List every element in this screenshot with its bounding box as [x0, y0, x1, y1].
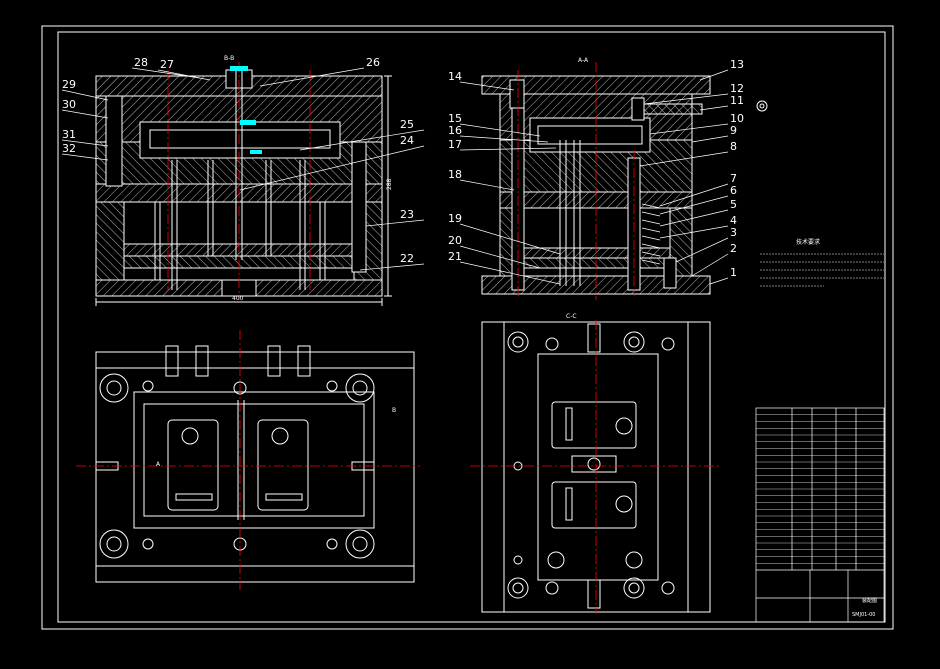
title-block [755, 407, 885, 623]
callout-28: 28 [134, 56, 148, 69]
callout-18: 18 [448, 168, 462, 181]
drawing-frame [41, 25, 894, 630]
callout-26: 26 [366, 56, 380, 69]
view-label-b-b: B-B [224, 55, 234, 62]
callouts-left: 28 27 26 29 30 31 32 25 24 23 22 [62, 56, 414, 265]
notes-title: 技术要求 [796, 238, 820, 246]
centerlines-b-b [167, 62, 311, 300]
callout-15: 15 [448, 112, 462, 125]
callout-21: 21 [448, 250, 462, 263]
callout-30: 30 [62, 98, 76, 111]
callout-27: 27 [160, 58, 174, 71]
callout-25: 25 [400, 118, 414, 131]
callout-29: 29 [62, 78, 76, 91]
callout-24: 24 [400, 134, 414, 147]
view-label-a-a: A-A [578, 57, 589, 64]
overall-height-dim: 288 [386, 178, 393, 190]
callout-8: 8 [730, 140, 737, 153]
dimension-marks-b-b [230, 66, 262, 154]
view-label-c-c: C-C [566, 313, 577, 320]
section-view-b-b [95, 69, 392, 306]
callout-22: 22 [400, 252, 414, 265]
callout-7: 7 [730, 172, 737, 185]
callout-20: 20 [448, 234, 462, 247]
leader-lines-right [459, 69, 729, 285]
centerlines-a-a [517, 62, 635, 300]
callout-32: 32 [62, 142, 76, 155]
leader-lines-left [61, 67, 425, 271]
callout-16: 16 [448, 124, 462, 137]
callout-4: 4 [730, 214, 737, 227]
callout-17: 17 [448, 138, 462, 151]
callout-1: 1 [730, 266, 737, 279]
callout-12: 12 [730, 82, 744, 95]
callout-5: 5 [730, 198, 737, 211]
technical-notes: 技术要求 [760, 238, 884, 287]
callout-6: 6 [730, 184, 737, 197]
callout-9: 9 [730, 124, 737, 137]
callouts-right: 14 13 12 11 10 9 8 15 16 17 18 7 6 5 4 1… [448, 58, 744, 279]
callout-11: 11 [730, 94, 744, 107]
section-mark-a: A [156, 461, 161, 468]
callout-31: 31 [62, 128, 76, 141]
plan-view-moving-half [95, 345, 415, 583]
callout-19: 19 [448, 212, 462, 225]
centerlines-plan-right [470, 320, 720, 614]
callout-23: 23 [400, 208, 414, 221]
callout-13: 13 [730, 58, 744, 71]
callout-14: 14 [448, 70, 462, 83]
plan-view-fixed-half [481, 321, 711, 613]
section-mark-b: B [392, 407, 396, 414]
drawing-name: 装配图 [862, 597, 877, 604]
callout-3: 3 [730, 226, 737, 239]
centerlines-plan-left [76, 330, 420, 590]
callout-2: 2 [730, 242, 737, 255]
overall-width-dim: 400 [232, 295, 244, 302]
drawing-number: SMJ01-00 [852, 612, 876, 618]
callout-10: 10 [730, 112, 744, 125]
title-block-rows [756, 414, 884, 564]
